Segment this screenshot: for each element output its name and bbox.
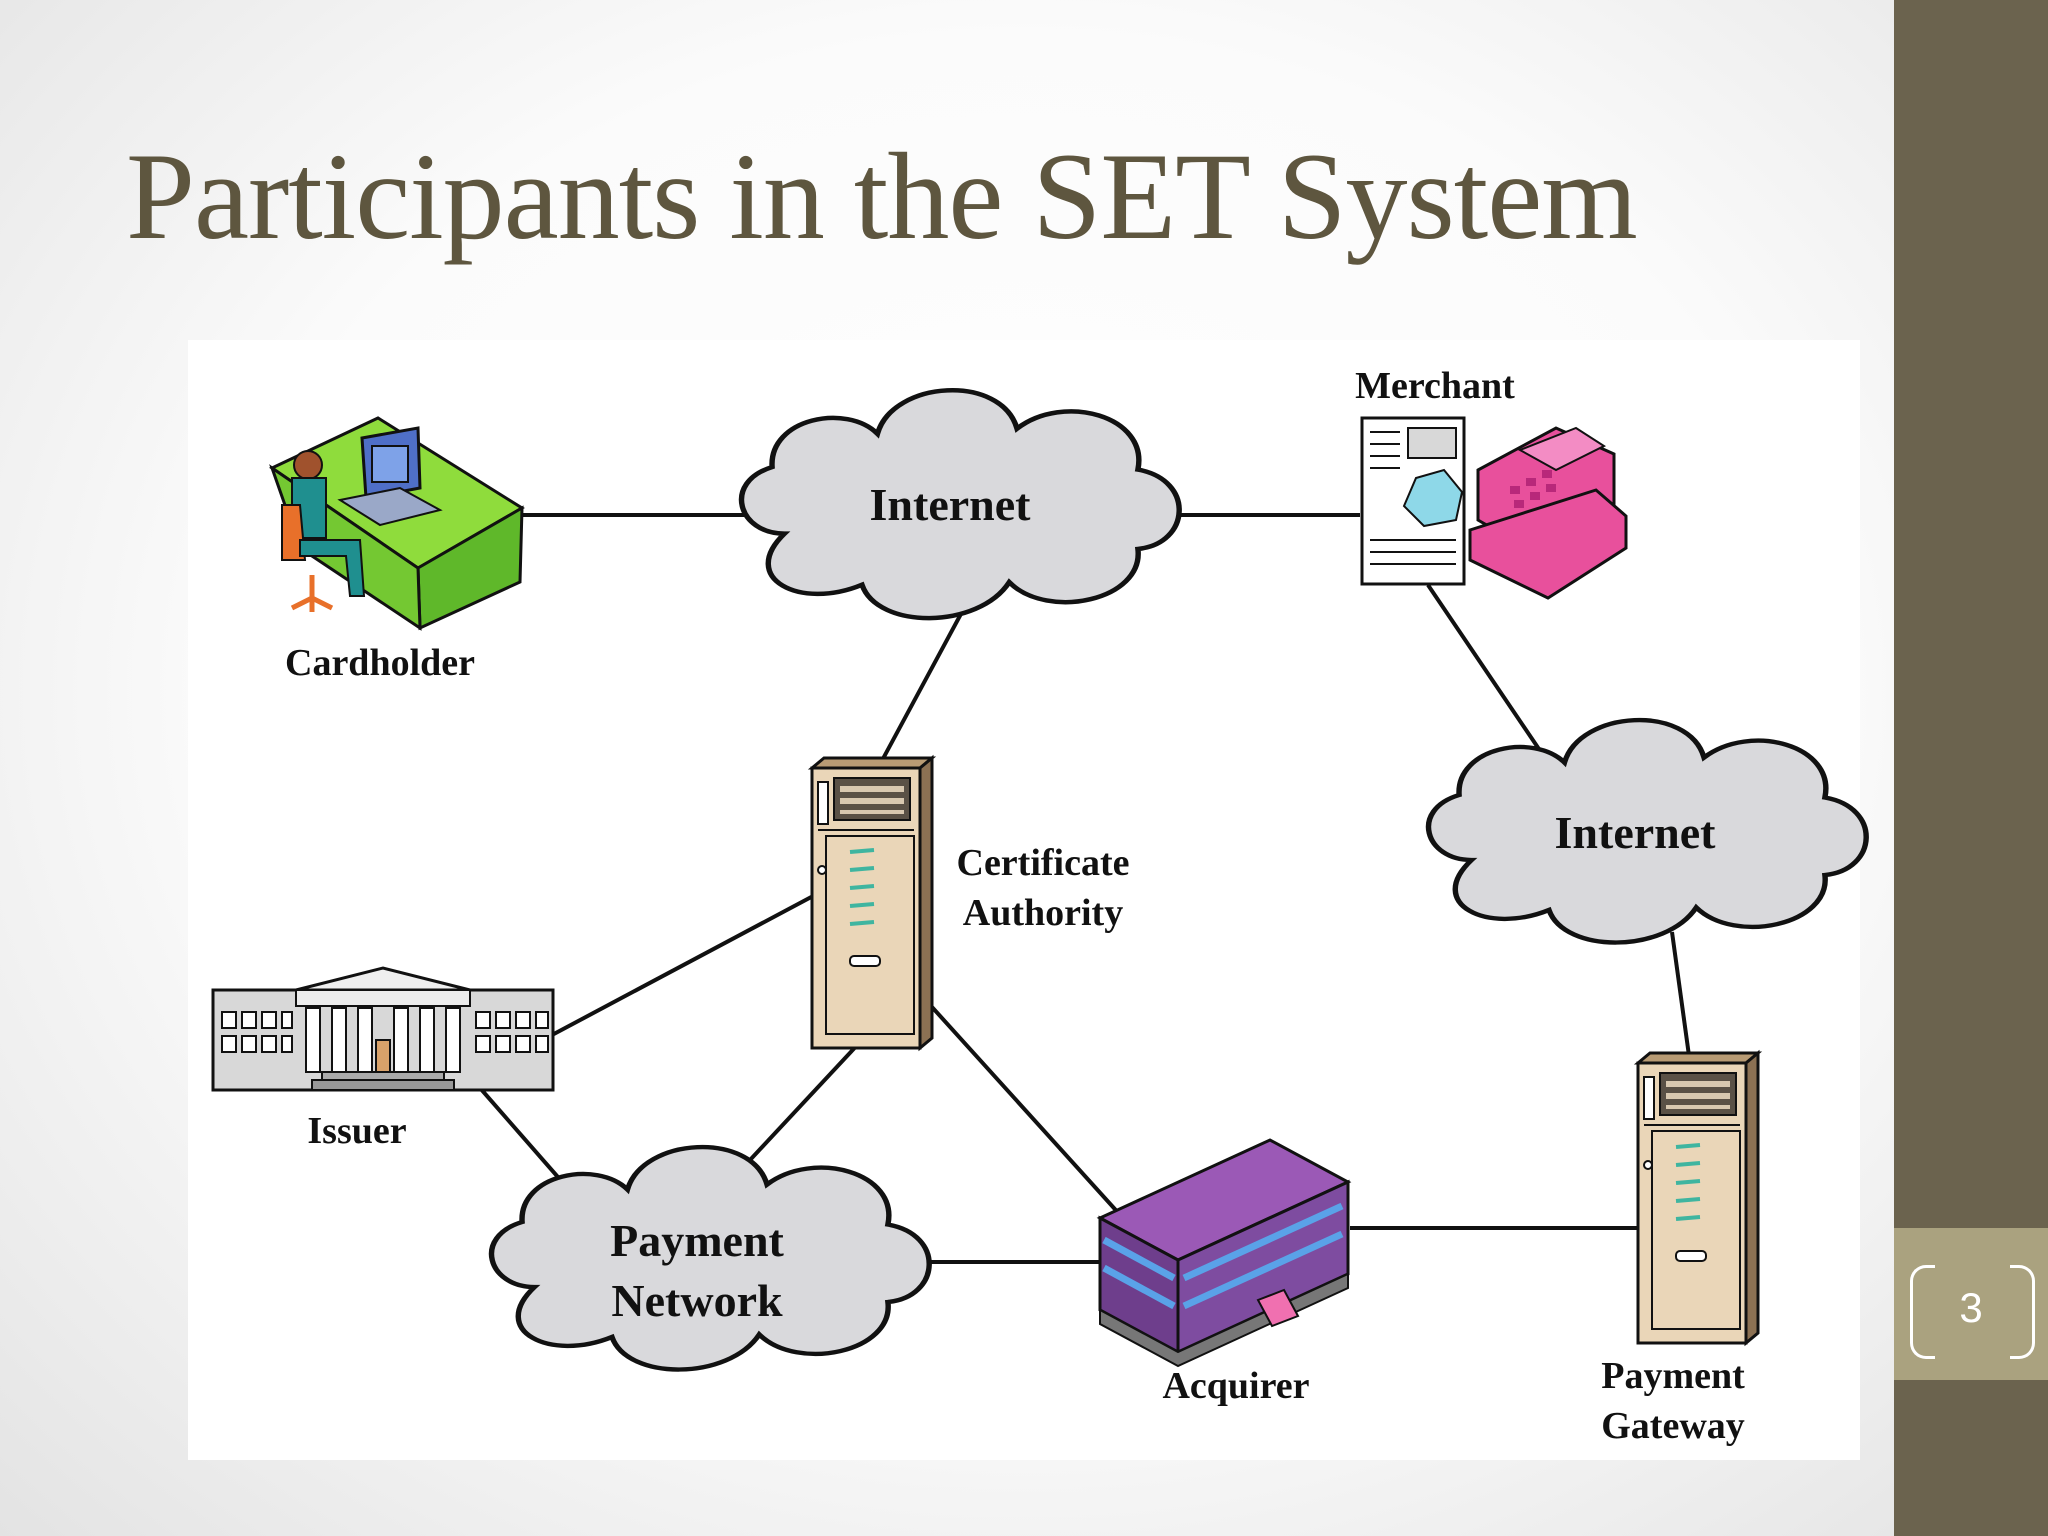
acquirer-label: Acquirer — [1162, 1365, 1309, 1407]
slide-number-bracket-left — [1910, 1265, 1935, 1359]
slide-number-bracket-right — [2010, 1265, 2035, 1359]
acquirer-building-icon — [1096, 1138, 1352, 1368]
payment-network-cloud: Payment Network — [492, 1147, 930, 1369]
internet-top-label: Internet — [870, 479, 1032, 530]
slide-title: Participants in the SET System — [126, 128, 1638, 265]
payment-gateway-label-line2: Gateway — [1601, 1405, 1745, 1447]
merchant-icon — [1360, 416, 1628, 600]
issuer-label: Issuer — [307, 1110, 406, 1152]
connection-lines — [478, 513, 1692, 1264]
merchant-label: Merchant — [1355, 365, 1515, 407]
internet-right-label: Internet — [1555, 807, 1717, 858]
certificate-authority-server-icon — [810, 756, 934, 1050]
payment-network-label-line2: Network — [611, 1275, 783, 1326]
cardholder-icon — [268, 416, 525, 631]
payment-network-label-line1: Payment — [610, 1215, 784, 1266]
slide-number: 3 — [1959, 1284, 1983, 1331]
issuer-bank-icon — [211, 966, 555, 1092]
internet-cloud-right: Internet — [1429, 720, 1867, 942]
certificate-authority-label-line2: Authority — [963, 892, 1123, 934]
payment-gateway-server-icon — [1636, 1051, 1760, 1345]
payment-gateway-label-line1: Payment — [1601, 1355, 1745, 1397]
internet-cloud-top: Internet — [742, 390, 1180, 618]
cardholder-label: Cardholder — [285, 642, 475, 684]
certificate-authority-label-line1: Certificate — [957, 842, 1130, 884]
